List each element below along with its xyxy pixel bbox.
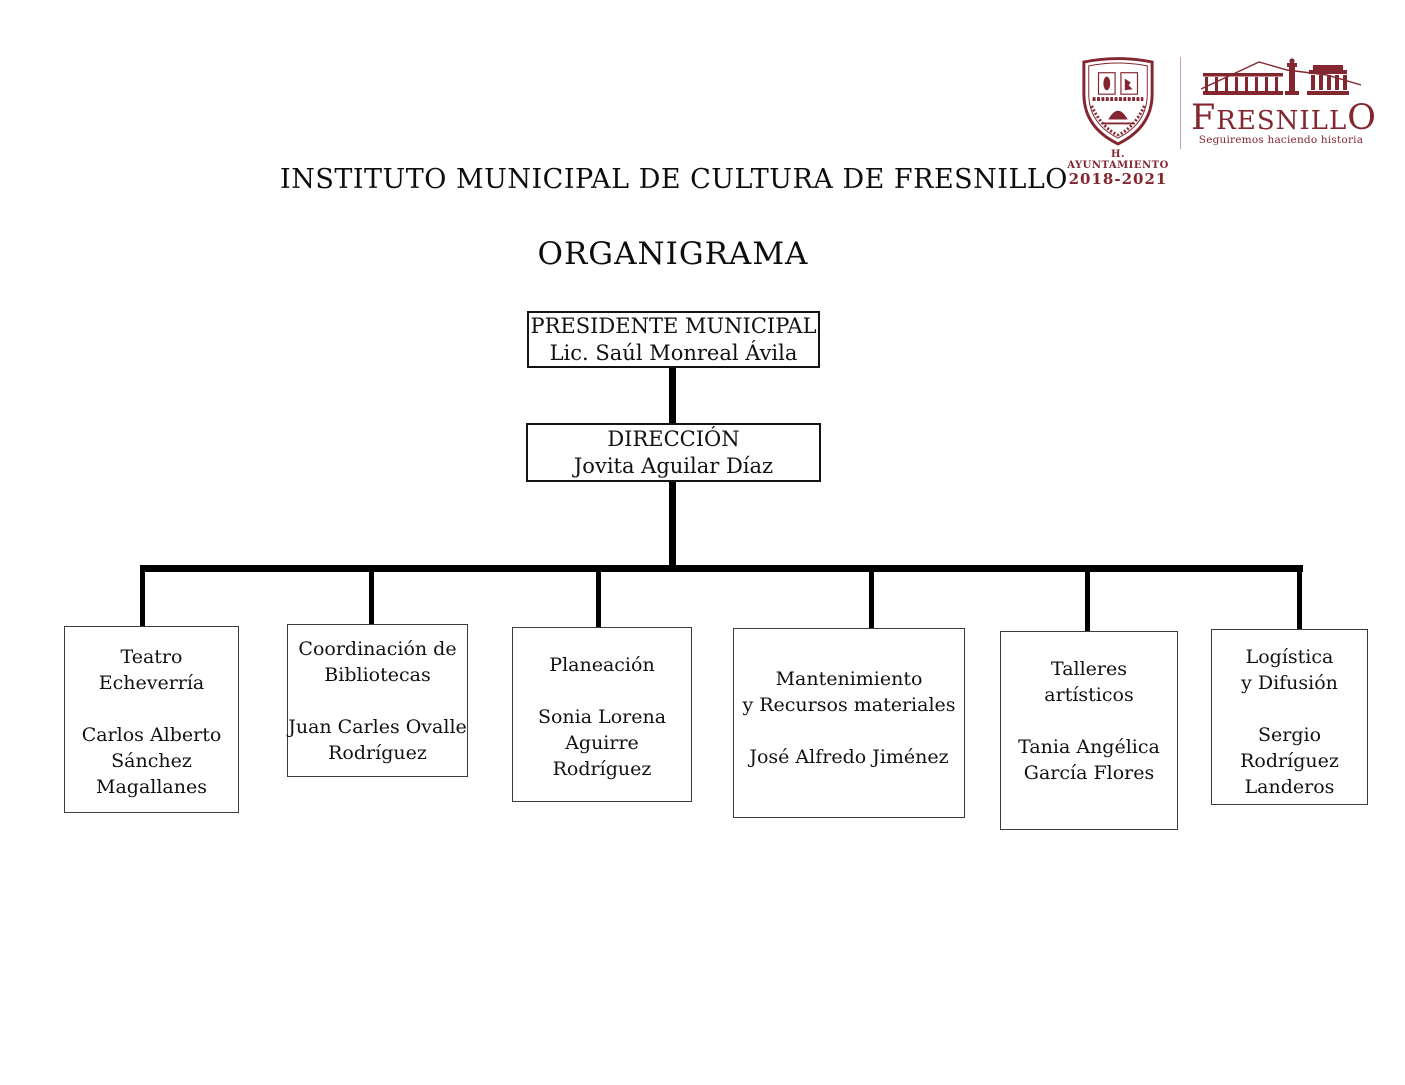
org-node-talleres-artisticos: Talleres artísticos Tania Angélica Garcí…: [1000, 631, 1178, 830]
node-role: Teatro Echeverría: [98, 646, 205, 694]
node-role: Logística y Difusión: [1241, 646, 1338, 694]
node-person: Juan Carles Ovalle Rodríguez: [288, 716, 467, 764]
node-role: Talleres artísticos: [1044, 658, 1134, 706]
node-person: José Alfredo Jiménez: [749, 746, 949, 768]
connector-horizontal-bar: [140, 565, 1303, 572]
node-person: Sonia Lorena Aguirre Rodríguez: [537, 706, 667, 780]
node-role: Coordinación de Bibliotecas: [298, 638, 457, 686]
node-person: Carlos Alberto Sánchez Magallanes: [81, 724, 222, 798]
node-person: Sergio Rodríguez Landeros: [1240, 724, 1339, 798]
municipal-crest: H. AYUNTAMIENTO 2018-2021: [1062, 55, 1174, 188]
org-node-mantenimiento-recursos: Mantenimiento y Recursos materiales José…: [733, 628, 965, 818]
org-node-direccion: DIRECCIÓN Jovita Aguilar Díaz: [526, 423, 821, 482]
org-node-teatro-echeverria: Teatro Echeverría Carlos Alberto Sánchez…: [64, 626, 239, 813]
page-title: INSTITUTO MUNICIPAL DE CULTURA DE FRESNI…: [280, 164, 1068, 195]
crest-years: 2018-2021: [1068, 170, 1168, 188]
connector-direction-trunk: [669, 481, 676, 567]
connector-drop-bibliotecas: [369, 567, 374, 625]
crest-caption: H. AYUNTAMIENTO: [1067, 149, 1169, 171]
node-role: Planeación: [549, 654, 655, 676]
brand-divider: [1180, 57, 1181, 149]
wordmark-first-letter: F: [1191, 98, 1217, 138]
wordmark-mid: RESNILL: [1216, 106, 1348, 136]
connector-drop-talleres: [1085, 567, 1090, 632]
municipal-crest-icon: [1062, 55, 1174, 147]
connector-president-direction: [669, 368, 676, 424]
node-person: Jovita Aguilar Díaz: [573, 453, 774, 478]
node-person: Lic. Saúl Monreal Ávila: [549, 340, 798, 365]
connector-drop-planeacion: [596, 567, 601, 628]
wordmark-last-letter: O: [1347, 98, 1377, 138]
connector-drop-mantenimiento: [869, 567, 874, 629]
fresnillo-logo: FRESNILLO Seguiremos haciendo historia: [1191, 55, 1376, 146]
org-node-planeacion: Planeación Sonia Lorena Aguirre Rodrígue…: [512, 627, 692, 802]
connector-drop-logistica: [1297, 567, 1302, 630]
connector-drop-teatro: [140, 567, 145, 627]
org-node-logistica-difusion: Logística y Difusión Sergio Rodríguez La…: [1211, 629, 1368, 805]
org-node-coordinacion-bibliotecas: Coordinación de Bibliotecas Juan Carles …: [287, 624, 468, 777]
node-role: PRESIDENTE MUNICIPAL: [530, 313, 817, 338]
header-branding: H. AYUNTAMIENTO 2018-2021: [1062, 55, 1382, 188]
node-role: DIRECCIÓN: [607, 426, 740, 451]
node-role: Mantenimiento y Recursos materiales: [742, 668, 956, 716]
page-subtitle: ORGANIGRAMA: [537, 236, 809, 272]
org-node-presidente: PRESIDENTE MUNICIPAL Lic. Saúl Monreal Á…: [527, 311, 820, 368]
node-person: Tania Angélica García Flores: [1018, 736, 1160, 784]
fresnillo-tagline: Seguiremos haciendo historia: [1198, 134, 1364, 146]
fresnillo-wordmark: FRESNILLO: [1191, 101, 1376, 136]
fresnillo-skyline-icon: [1191, 55, 1371, 107]
